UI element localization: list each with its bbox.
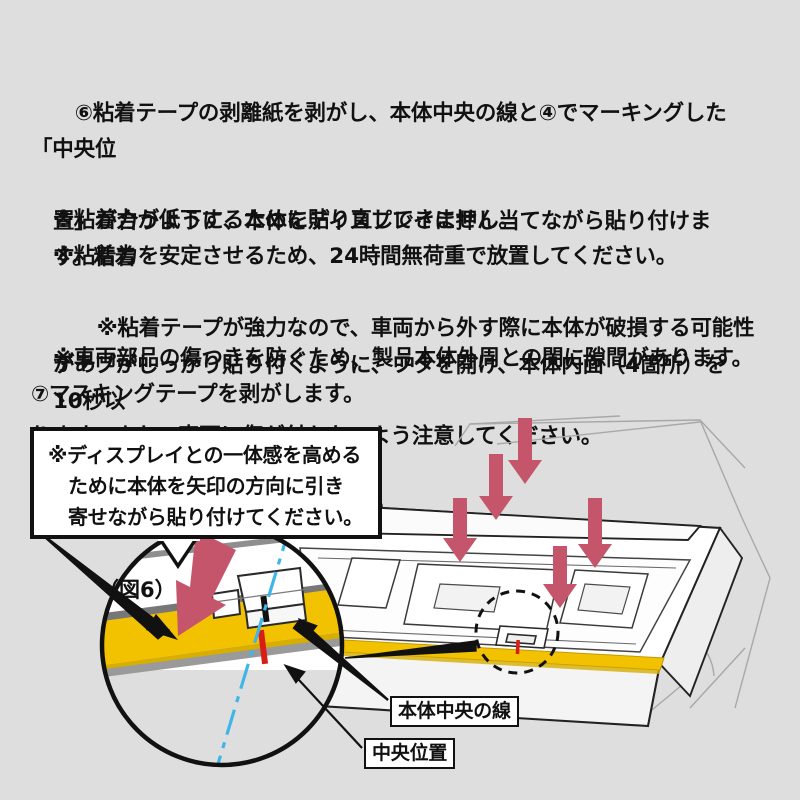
center-tab	[495, 625, 549, 649]
step-6-line-2: 置」が合うように、本体をディスプレイに押し当てながら貼り付けます。粘着	[53, 209, 712, 270]
magnifier-leader-line	[344, 640, 477, 659]
step-6-paragraph: ⑥粘着テープの剥離紙を剥がし、本体中央の線と④でマーキングした「中央位 置」が合…	[31, 60, 747, 600]
center-axis-line	[216, 525, 292, 765]
note-2: ※粘着力を安定させるため、24時間無荷重で放置してください。	[53, 244, 678, 269]
callout-line-2: ために本体を矢印の方向に引き	[68, 474, 344, 498]
press-arrow-2	[443, 498, 477, 562]
press-arrow-3	[578, 498, 612, 568]
press-arrow-1	[479, 454, 513, 520]
callout-box: ※ディスプレイとの一体感を高める ために本体を矢印の方向に引き 寄せながら貼り付…	[30, 427, 382, 539]
press-arrows	[443, 418, 612, 608]
center-position-mark-magnified	[257, 629, 269, 665]
center-position-mark	[515, 639, 520, 655]
figure-number: （図6）	[98, 578, 176, 602]
label-body-center-line: 本体中央の線	[390, 696, 519, 727]
magnifier-detail	[99, 522, 345, 768]
press-arrow-5	[508, 418, 542, 484]
callout-line-3: 寄せながら貼り付けてください。	[68, 505, 363, 529]
detail-marker-circle	[474, 589, 560, 675]
step-6-line-3: テープがしっかり貼り付くように、フタを開け、本体内面（4箇所）を10秒以	[53, 353, 726, 414]
callout-text: ※ディスプレイとの一体感を高める ために本体を矢印の方向に引き 寄せながら貼り付…	[48, 440, 374, 533]
figure-illustration	[43, 415, 771, 768]
callout-pointer-arrowhead	[146, 614, 178, 640]
label-center-position: 中央位置	[364, 738, 456, 769]
step-7-paragraph: ⑦マスキングテープを剥がします。	[31, 382, 365, 407]
callout-line-1: ※ディスプレイとの一体感を高める	[48, 443, 362, 467]
press-arrow-4	[543, 546, 577, 608]
note-3-line-1: ※粘着テープが強力なので、車両から外す際に本体が破損する可能性があ	[53, 316, 755, 377]
label-leaders	[283, 617, 389, 749]
figure-6: ※ディスプレイとの一体感を高める ために本体を矢印の方向に引き 寄せながら貼り付…	[0, 408, 800, 800]
step-6-line-1: ⑥粘着テープの剥離紙を剥がし、本体中央の線と④でマーキングした「中央位	[31, 101, 727, 162]
pull-direction-arrow	[176, 530, 236, 636]
note-4: ※車両部品の傷つきを防ぐため、製品本体外周との間に隙間があります。	[53, 346, 753, 371]
device-main-body	[260, 504, 744, 728]
note-1: ※粘着力が低下するために貼り直しできません。	[53, 208, 520, 233]
